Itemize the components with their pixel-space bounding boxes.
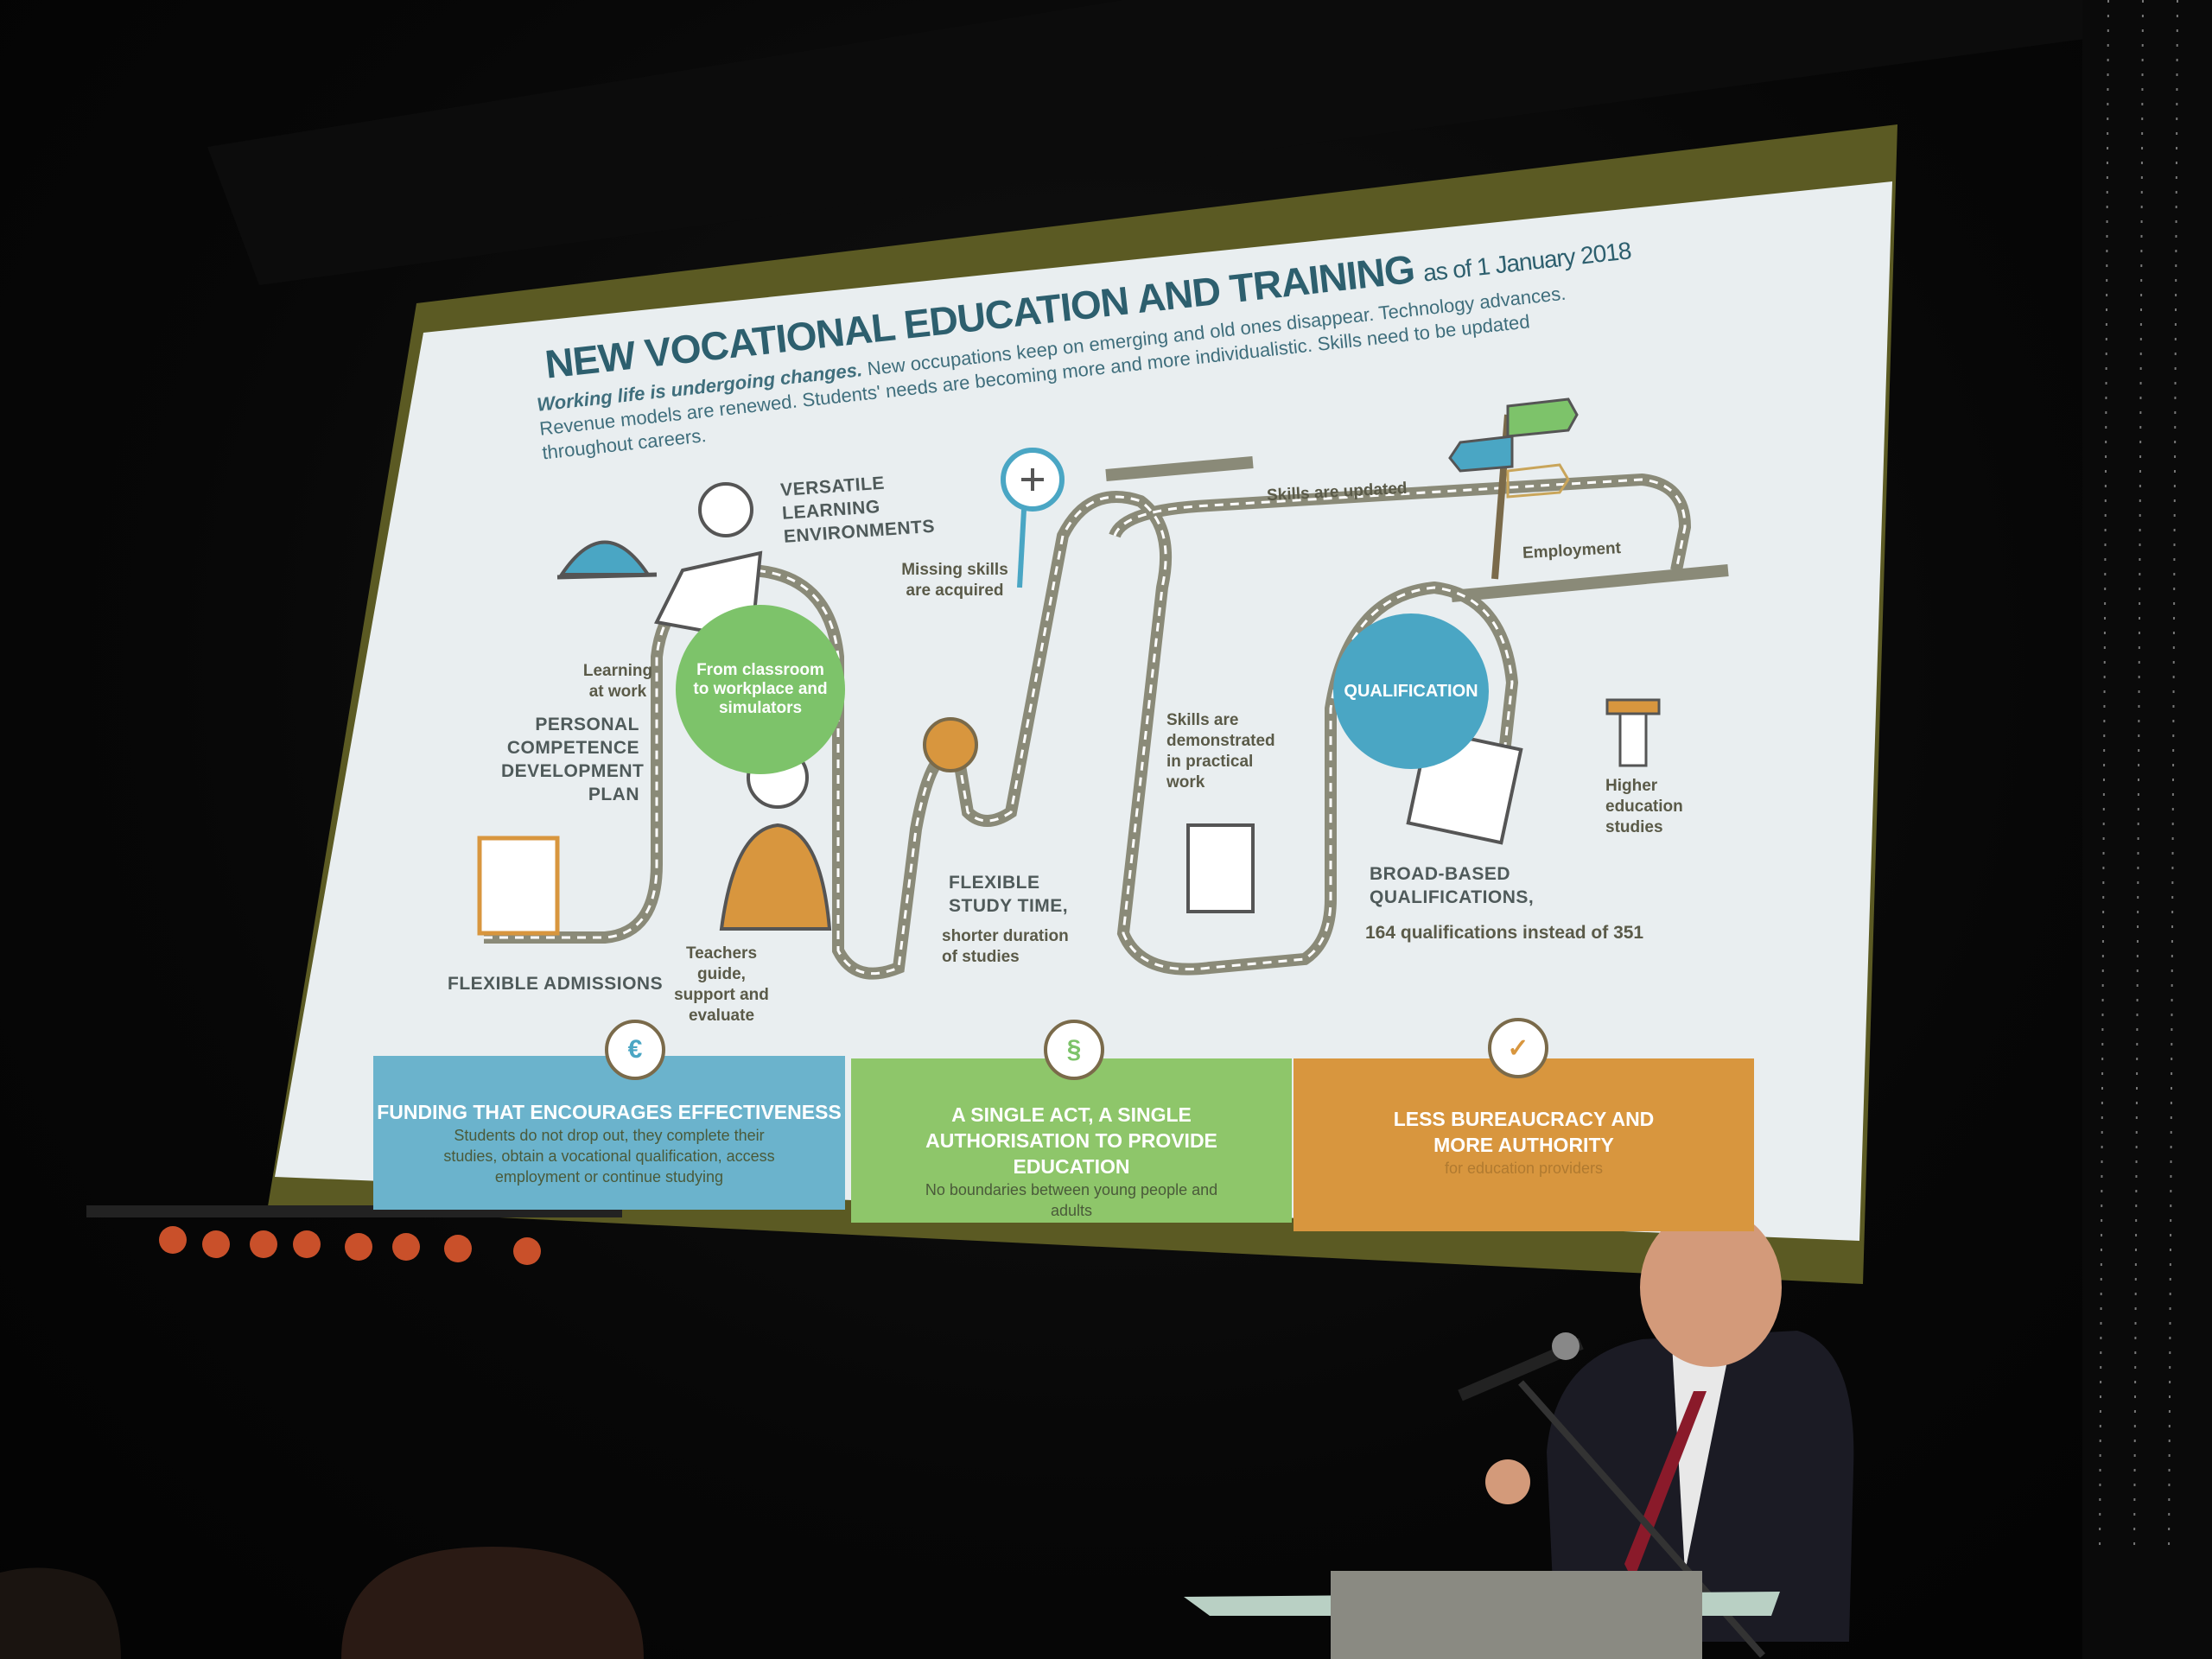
label-study-time: FLEXIBLE STUDY TIME, [949, 873, 1069, 916]
signpost-icon [1448, 397, 1579, 580]
box-single-act-sub: No boundaries between young people and a… [925, 1181, 1218, 1219]
label-demonstrated: Skills are demonstrated in practical wor… [1166, 711, 1275, 791]
euro-icon: € [605, 1020, 665, 1080]
pillar-icon [1605, 698, 1661, 767]
circle-classroom: From classroom to workplace and simulato… [676, 605, 845, 774]
label-admissions: FLEXIBLE ADMISSIONS [448, 974, 664, 994]
audience-head [341, 1547, 644, 1659]
box-funding-heading: FUNDING THAT ENCOURAGES EFFECTIVENESS [377, 1101, 842, 1123]
box-funding-sub: Students do not drop out, they complete … [443, 1127, 775, 1185]
checkmark-icon: ✓ [1488, 1018, 1548, 1078]
spiral-icon [923, 717, 978, 772]
box-bureaucracy-heading: LESS BUREAUCRACY AND MORE AUTHORITY [1393, 1108, 1655, 1156]
label-versatile: VERSATILE LEARNING ENVIRONMENTS [779, 473, 936, 547]
podium [1331, 1571, 1702, 1659]
label-higher-ed: Higher education studies [1605, 777, 1683, 836]
audience-head [0, 1567, 121, 1659]
label-teachers: Teachers guide, support and evaluate [674, 944, 769, 1025]
label-broad: BROAD-BASED QUALIFICATIONS, [1370, 864, 1535, 907]
label-study-time-sub: shorter duration of studies [942, 927, 1069, 966]
box-bureaucracy-sub: for education providers [1444, 1160, 1604, 1177]
box-single-act: A SINGLE ACT, A SINGLE AUTHORISATION TO … [851, 1058, 1292, 1223]
box-bureaucracy: LESS BUREAUCRACY AND MORE AUTHORITY for … [1294, 1058, 1754, 1231]
curtain [2082, 0, 2212, 1659]
box-single-act-heading: A SINGLE ACT, A SINGLE AUTHORISATION TO … [925, 1103, 1217, 1178]
circle-qualification: QUALIFICATION [1333, 613, 1489, 769]
label-learning-at-work: Learning at work [582, 662, 653, 701]
label-broad-sub: 164 qualifications instead of 351 [1365, 923, 1644, 943]
document-icon [477, 836, 560, 936]
clipboard-icon [1186, 823, 1255, 913]
speaker-person [1458, 1208, 1854, 1658]
label-personal-plan: PERSONAL COMPETENCE DEVELOPMENT PLAN [501, 715, 645, 804]
magnifier-plus-icon [1001, 448, 1065, 588]
stage-lights [159, 1226, 541, 1265]
label-missing-skills: Missing skills are acquired [901, 561, 1008, 600]
paragraph-icon: § [1044, 1020, 1104, 1080]
ceiling-truss [207, 0, 2117, 285]
box-funding: FUNDING THAT ENCOURAGES EFFECTIVENESS St… [373, 1056, 845, 1210]
